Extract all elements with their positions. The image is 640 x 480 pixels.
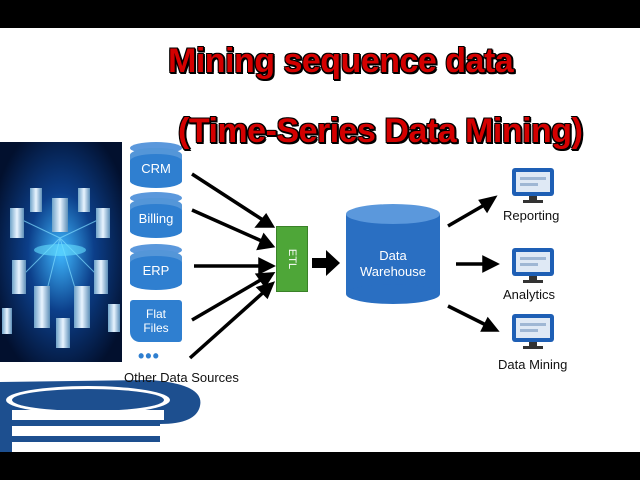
source-crm-label: CRM (141, 160, 171, 176)
output-reporting-label: Reporting (503, 208, 560, 223)
source-erp-label: ERP (142, 262, 170, 278)
source-flat-files-label: Flat Files (143, 307, 169, 335)
etl-arrow (312, 250, 340, 276)
output-analytics-label: Analytics (503, 287, 556, 302)
database-network-image (0, 142, 554, 452)
output-data-mining-label: Data Mining (498, 357, 568, 372)
source-billing: Billing (130, 198, 182, 238)
source-billing-label: Billing (138, 210, 174, 226)
warehouse-label: Data Warehouse (346, 248, 440, 280)
output-arrows (447, 195, 500, 332)
network-cylinders (2, 188, 120, 348)
etl-box: ETL (276, 226, 308, 292)
source-flat-files: Flat Files (130, 300, 182, 342)
bottom-database-icon (0, 380, 201, 452)
title-line-2: (Time-Series Data Mining) (178, 112, 583, 150)
other-data-sources-label: Other Data Sources (124, 370, 239, 385)
diagram-canvas: Mining sequence data (Time-Series Data M… (0, 28, 640, 452)
more-sources-dots: ••• (138, 346, 160, 366)
monitor-icons (512, 168, 554, 349)
warehouse-label-text: Data Warehouse (360, 248, 426, 279)
etl-label: ETL (286, 248, 298, 270)
source-crm: CRM (130, 148, 182, 188)
source-arrows (188, 172, 276, 360)
source-erp: ERP (130, 250, 182, 290)
title-line-1: Mining sequence data (168, 42, 514, 80)
warehouse-cylinder (346, 204, 440, 304)
